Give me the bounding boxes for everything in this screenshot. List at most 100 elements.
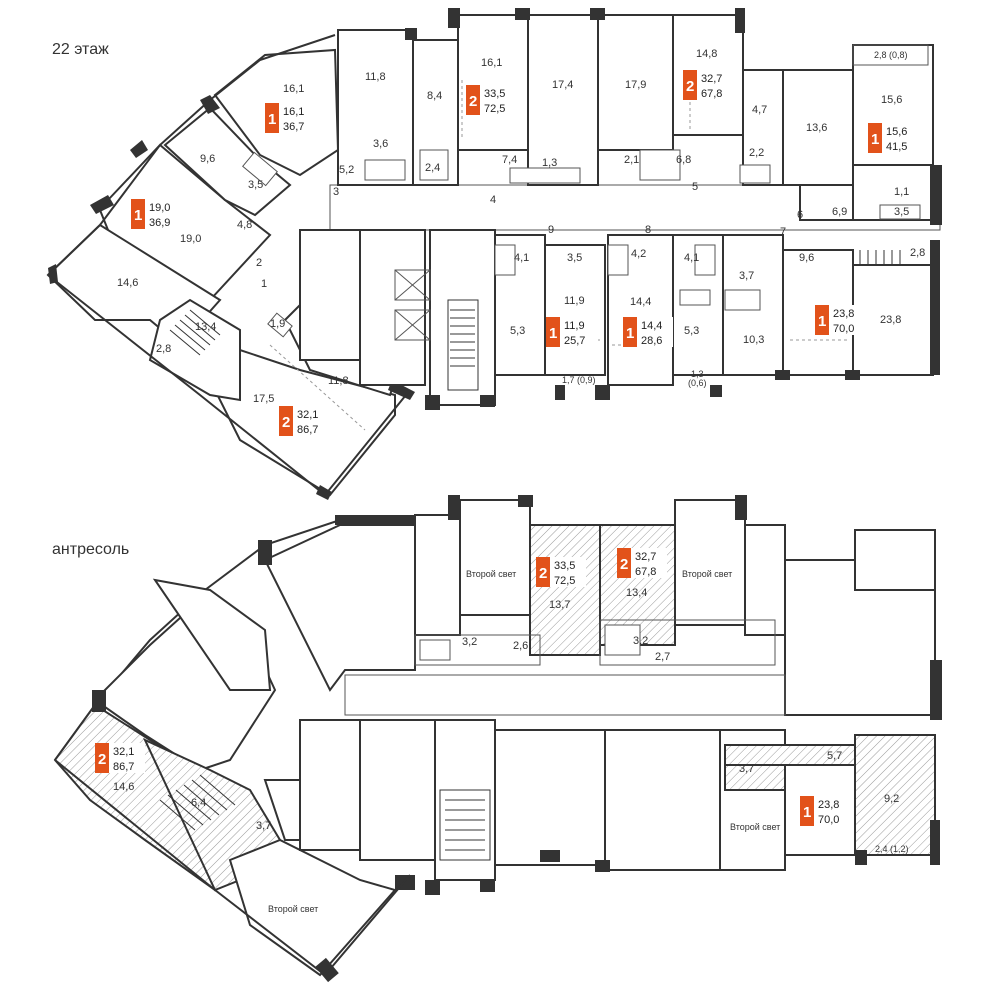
room-label: 13,7 [549, 599, 570, 611]
badge-room-count: 1 [268, 111, 276, 128]
room-label: 3,6 [373, 138, 388, 150]
room-label: 4,1 [684, 252, 699, 264]
room-label: 8,4 [427, 90, 442, 102]
badge-accent [279, 406, 293, 436]
room-label: 1,3 [691, 369, 704, 379]
room-label: 13,4 [195, 321, 216, 333]
room-label: 4,8 [237, 219, 252, 231]
badge-accent [683, 70, 697, 100]
apartment-badge[interactable]: 1 23,8 70,0 [800, 796, 850, 826]
badge-total-area: 86,7 [113, 761, 134, 773]
apartment-badge[interactable]: 1 19,0 36,9 [131, 199, 181, 229]
apartment-badge[interactable]: 2 33,5 72,5 [536, 557, 586, 587]
badge-accent [815, 305, 829, 335]
badge-living-area: 33,5 [484, 88, 505, 100]
badge-card [109, 743, 145, 773]
badge-room-count: 1 [626, 325, 634, 342]
badge-living-area: 19,0 [149, 202, 170, 214]
room-label: 23,8 [880, 314, 901, 326]
badge-total-area: 70,0 [818, 814, 839, 826]
apartment-badge[interactable]: 2 32,1 86,7 [279, 406, 329, 436]
badge-room-count: 1 [818, 313, 826, 330]
apartment-badge[interactable]: 2 32,7 67,8 [617, 548, 667, 578]
room-label: 7,4 [502, 154, 517, 166]
room-label: 13,6 [806, 122, 827, 134]
apartment-badge[interactable]: 1 11,9 25,7 [546, 317, 596, 347]
room-label: 3,7 [739, 763, 754, 775]
room-label: 14,6 [113, 781, 134, 793]
room-label: 3,5 [894, 206, 909, 218]
badge-card [882, 123, 918, 153]
badge-accent [131, 199, 145, 229]
apartment-badges: 1 16,1 36,7 2 33,5 72,5 2 32,7 67,8 1 15… [95, 70, 918, 826]
apartment-badge[interactable]: 1 14,4 28,6 [623, 317, 673, 347]
badge-accent [536, 557, 550, 587]
room-label: 17,5 [253, 393, 274, 405]
room-label: Второй свет [466, 569, 516, 579]
room-label: 9,2 [884, 793, 899, 805]
room-label: 2 [256, 257, 262, 269]
apartment-badge[interactable]: 1 16,1 36,7 [265, 103, 315, 133]
room-label: 5 [692, 181, 698, 193]
room-label: 4,1 [514, 252, 529, 264]
apartment-badge[interactable]: 1 15,6 41,5 [868, 123, 918, 153]
room-label: 5,7 [827, 750, 842, 762]
room-label: 2,2 [749, 147, 764, 159]
room-label: 2,8 [910, 247, 925, 259]
mezzanine-top-row [335, 495, 942, 720]
room-label: 11,9 [564, 295, 585, 307]
badge-card [279, 103, 315, 133]
badge-accent [546, 317, 560, 347]
badge-total-area: 36,9 [149, 217, 170, 229]
badge-room-count: 1 [549, 325, 557, 342]
badge-total-area: 86,7 [297, 424, 318, 436]
badge-living-area: 33,5 [554, 560, 575, 572]
badge-total-area: 67,8 [635, 566, 656, 578]
badge-total-area: 72,5 [554, 575, 575, 587]
room-label: 6,4 [191, 797, 206, 809]
floor-title-mezzanine: антресоль [52, 541, 129, 558]
badge-accent [466, 85, 480, 115]
badge-card [637, 317, 673, 347]
room-label: 5,3 [510, 325, 525, 337]
room-label: 5,3 [684, 325, 699, 337]
room-label: 10,3 [743, 334, 764, 346]
room-label: 14,6 [117, 277, 138, 289]
room-label: 11,8 [328, 375, 349, 387]
badge-room-count: 2 [469, 93, 477, 110]
badge-living-area: 32,7 [701, 73, 722, 85]
room-label: 14,8 [696, 48, 717, 60]
apartment-badge[interactable]: 1 23,8 70,0 [815, 305, 865, 335]
room-label: 1,7 (0,9) [562, 375, 596, 385]
room-label: 3 [333, 186, 339, 198]
badge-living-area: 32,1 [297, 409, 318, 421]
room-label: 13,4 [626, 587, 647, 599]
badge-living-area: 23,8 [818, 799, 839, 811]
room-label: 16,1 [481, 57, 502, 69]
badge-accent [800, 796, 814, 826]
apartment-badge[interactable]: 2 32,7 67,8 [683, 70, 733, 100]
badge-card [829, 305, 865, 335]
badge-room-count: 2 [539, 565, 547, 582]
room-label: 2,8 (0,8) [874, 50, 908, 60]
badge-living-area: 11,9 [564, 320, 585, 332]
apartment-badge[interactable]: 2 33,5 72,5 [466, 85, 516, 115]
room-label: 14,4 [630, 296, 651, 308]
room-label: 9,6 [799, 252, 814, 264]
bottom-row [299, 229, 940, 410]
apartment-badge[interactable]: 2 32,1 86,7 [95, 743, 145, 773]
room-label: 6,8 [676, 154, 691, 166]
badge-total-area: 36,7 [283, 121, 304, 133]
top-row [337, 8, 942, 225]
badge-accent [617, 548, 631, 578]
room-label: Второй свет [268, 904, 318, 914]
room-label: 1,3 [542, 157, 557, 169]
room-label: 19,0 [180, 233, 201, 245]
badge-living-area: 16,1 [283, 106, 304, 118]
room-label: 2,4 [425, 162, 440, 174]
room-label: 6,9 [832, 206, 847, 218]
badge-card [631, 548, 667, 578]
room-label: 1 [261, 278, 267, 290]
badge-card [560, 317, 596, 347]
